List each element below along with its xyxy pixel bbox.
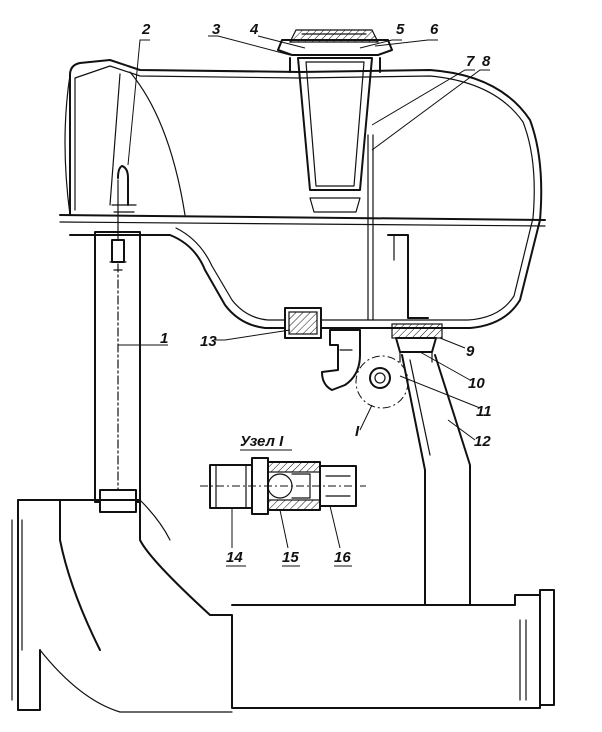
filler-neck	[277, 29, 393, 213]
callout-16: 16	[334, 549, 351, 566]
callout-15: 15	[282, 549, 299, 566]
base-frame	[11, 499, 555, 713]
callout-5: 5	[396, 21, 405, 38]
callout-3: 3	[212, 21, 221, 38]
callout-9: 9	[466, 343, 475, 360]
callout-12: 12	[474, 433, 491, 450]
callout-7: 7	[466, 53, 475, 70]
callout-6: 6	[430, 21, 439, 38]
callout-10: 10	[468, 375, 485, 392]
callout-8: 8	[482, 53, 491, 70]
callout-labels: 1 2 3 4 5 6 7 8 9 10 11 12 13 14 15 16 I…	[141, 21, 492, 566]
tank-bracket	[387, 234, 429, 319]
callout-4: 4	[249, 21, 259, 38]
callout-14: 14	[226, 549, 243, 566]
leader-lines	[118, 35, 490, 549]
drain-plug	[284, 307, 322, 339]
filler-rod	[111, 165, 137, 213]
callout-2: 2	[141, 21, 151, 38]
callout-1: 1	[160, 330, 168, 347]
detail-marker: I	[355, 423, 360, 440]
left-support	[94, 179, 141, 513]
right-support	[401, 354, 471, 606]
fuel-tap-elbow	[321, 329, 409, 409]
level-tube	[367, 134, 374, 321]
fuel-tank	[59, 59, 546, 329]
detail-assembly	[200, 457, 366, 515]
detail-title: Узел I	[240, 433, 284, 450]
callout-11: 11	[476, 403, 492, 420]
callout-13: 13	[200, 333, 217, 350]
tank-mount-pad	[391, 323, 443, 363]
label-underlines	[226, 449, 352, 567]
